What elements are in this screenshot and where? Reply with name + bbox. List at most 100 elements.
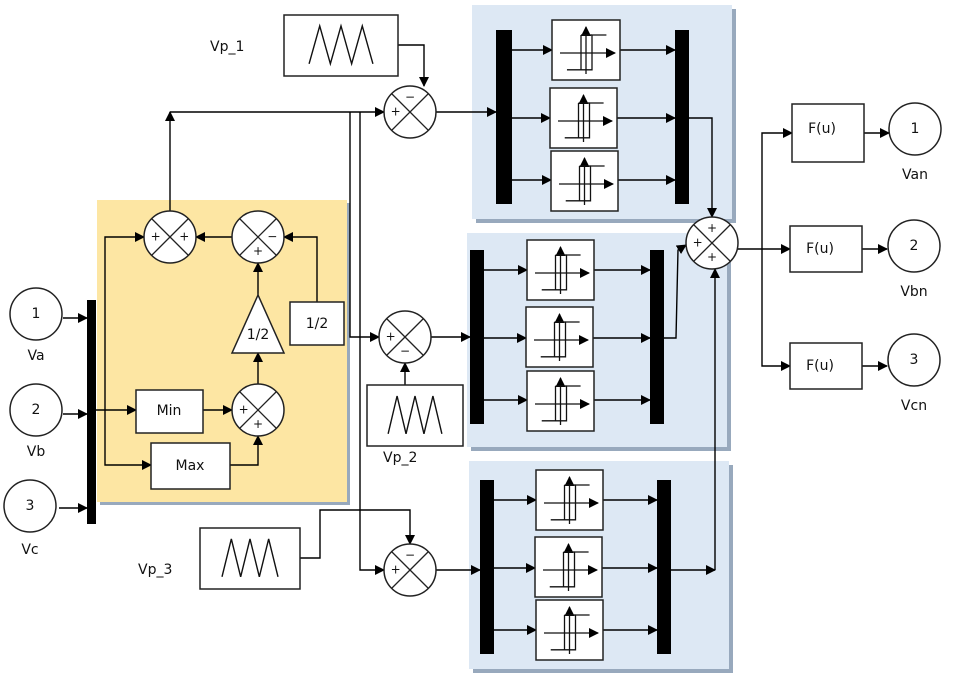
sum-cross-line [239, 218, 277, 256]
output-sum[interactable]: + + + [685, 216, 739, 270]
port-number: 3 [26, 498, 35, 514]
relay-block-1-3[interactable] [550, 150, 619, 212]
comparator-sum-2[interactable]: +− [378, 310, 432, 364]
relay-block-3-2[interactable] [534, 536, 603, 598]
signal-line [104, 410, 152, 470]
relay-block-3-3[interactable] [535, 599, 604, 661]
carrier-label: Vp_1 [210, 39, 244, 55]
mux-bar [650, 250, 664, 424]
relay-block-2-2[interactable] [525, 306, 594, 368]
sum-sign: + [253, 244, 263, 258]
port-circle [9, 287, 63, 341]
fcn-label: F(u) [808, 121, 836, 137]
port-number: 1 [911, 121, 920, 137]
max-label: Max [176, 458, 205, 474]
max-box [150, 442, 231, 490]
sum-cross-line [693, 224, 731, 262]
port-number: 2 [32, 402, 41, 418]
fcn-box [791, 103, 865, 163]
port-number: 3 [910, 352, 919, 368]
comparator-sum-3[interactable]: +− [383, 543, 437, 597]
gain-block[interactable]: 1/2 [230, 293, 286, 354]
hysteresis-icon [541, 254, 581, 291]
zero-sequence-subsystem [97, 200, 350, 505]
relay-block-1-2[interactable] [549, 87, 618, 149]
sum-sign: + [707, 250, 717, 264]
min-box [135, 389, 204, 434]
signal-line [359, 112, 385, 575]
triangle-wave-icon [387, 395, 443, 434]
sum-sign: + [693, 236, 703, 250]
sum-output[interactable]: ++ [143, 210, 197, 264]
demux-bar [480, 480, 494, 654]
fcn-box [789, 225, 863, 273]
sum-sign: + [151, 230, 161, 244]
port-name: Vc [21, 542, 38, 558]
fcn-block-3[interactable]: F(u) [789, 342, 863, 390]
sum-offset[interactable]: +− [231, 210, 285, 264]
relay-block-2-3[interactable] [526, 370, 595, 432]
sum-sign: − [405, 548, 415, 562]
inport-vb[interactable]: 2Vb [9, 383, 63, 460]
hysteresis-icon [540, 321, 580, 358]
triangle-wave-icon [221, 538, 279, 577]
signal-line [761, 128, 793, 249]
sum-sign: + [391, 105, 401, 119]
sum-sign: + [239, 403, 249, 417]
comparator-sum-1[interactable]: +− [383, 85, 437, 139]
relay-block-1-1[interactable] [551, 19, 621, 81]
relay-block-2-1[interactable] [526, 239, 595, 301]
relay-block-3-1[interactable] [535, 469, 604, 531]
port-number: 2 [910, 238, 919, 254]
sum-sign: − [267, 230, 277, 244]
hysteresis-icon [550, 614, 590, 651]
signal-line [349, 112, 380, 342]
constant-label: 1/2 [306, 316, 329, 332]
sum-sign: + [391, 563, 401, 577]
fcn-block-1[interactable]: F(u) [791, 103, 865, 163]
triangle-wave-icon [308, 23, 374, 67]
port-circle [9, 383, 63, 437]
carrier-box [199, 527, 301, 590]
port-name: Vbn [900, 284, 927, 300]
port-circle [3, 479, 57, 533]
fcn-label: F(u) [806, 358, 834, 374]
mux-bar [675, 30, 689, 204]
pwm-bank-2 [467, 233, 731, 451]
carrier-block-1[interactable]: Vp_1 [210, 14, 399, 77]
signal-line [104, 232, 145, 410]
demux-bar [470, 250, 484, 424]
carrier-block-2[interactable]: Vp_2 [366, 384, 464, 466]
sum-sign: + [253, 417, 263, 431]
signal-line [230, 435, 263, 466]
signal-line [300, 509, 415, 559]
sum-cross-line [386, 318, 424, 356]
sum-cross-line [239, 391, 277, 429]
hysteresis-icon [541, 385, 581, 422]
port-circle [888, 102, 942, 156]
max-block[interactable]: Max [150, 442, 231, 490]
carrier-block-3[interactable]: Vp_3 [138, 527, 301, 590]
signal-line [689, 117, 717, 218]
sum-minmax[interactable]: ++ [231, 383, 285, 437]
port-name: Va [27, 348, 44, 364]
hysteresis-icon [566, 34, 607, 71]
inport-va[interactable]: 1Va [9, 287, 63, 364]
sum-sign: + [707, 221, 717, 235]
min-block[interactable]: Min [135, 389, 204, 434]
signal-line [761, 249, 791, 371]
sum-cross-line [151, 218, 189, 256]
port-circle [887, 219, 941, 273]
constant-box [289, 301, 345, 346]
fcn-block-2[interactable]: F(u) [789, 225, 863, 273]
port-name: Van [902, 167, 928, 183]
min-label: Min [157, 403, 182, 419]
inport-vc[interactable]: 3Vc [3, 479, 57, 558]
fcn-box [789, 342, 863, 390]
demux-bar [496, 30, 512, 204]
constant-block[interactable]: 1/2 [289, 301, 345, 346]
